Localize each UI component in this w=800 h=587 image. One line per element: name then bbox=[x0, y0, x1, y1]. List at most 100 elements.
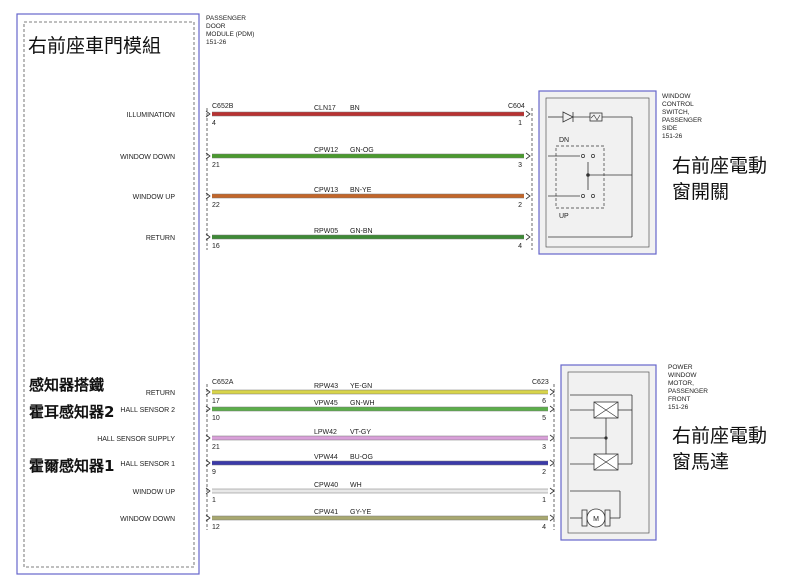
pdm-title-cn: 右前座車門模組 bbox=[28, 35, 161, 57]
annotation-bg bbox=[27, 456, 117, 476]
pdm-pin-arrow bbox=[205, 192, 211, 200]
switch-box bbox=[538, 90, 657, 255]
annotation-hall-sensor-2: 霍耳感知器2 bbox=[29, 403, 114, 421]
wire-color-code: BU-OG bbox=[350, 454, 373, 461]
connector-c652b: C652B bbox=[212, 103, 234, 110]
connector-c652a: C652A bbox=[212, 379, 234, 386]
device-pin-number: 5 bbox=[542, 415, 546, 422]
pdm-label: PASSENGER DOOR MODULE (PDM) 151-26 bbox=[206, 15, 254, 46]
signal-label: HALL SENSOR 2 bbox=[120, 407, 175, 414]
circuit-id: CPW41 bbox=[314, 509, 338, 516]
device-pin-number: 6 bbox=[542, 398, 546, 405]
motor-label: POWER WINDOW MOTOR, PASSENGER FRONT 151-… bbox=[668, 364, 708, 411]
wire-color-code: BN bbox=[350, 105, 360, 112]
pdm-pin-arrow bbox=[205, 233, 211, 241]
annotation-bg bbox=[27, 375, 117, 395]
annotation-sensor-ground: 感知器搭鐵 bbox=[29, 376, 104, 394]
connector-c623: C623 bbox=[532, 379, 549, 386]
signal-label: HALL SENSOR SUPPLY bbox=[97, 436, 175, 443]
signal-label: WINDOW DOWN bbox=[120, 154, 175, 161]
circuit-id: LPW42 bbox=[314, 429, 337, 436]
device-pin-arrow bbox=[549, 434, 555, 442]
switch-internals: DN UP bbox=[548, 111, 633, 238]
device-pin-number: 3 bbox=[518, 162, 522, 169]
pdm-label-line: DOOR bbox=[206, 23, 226, 30]
circuit-id: CPW40 bbox=[314, 482, 338, 489]
device-pin-arrow bbox=[549, 405, 555, 413]
circuit-id: RPW43 bbox=[314, 383, 338, 390]
pdm-label-line: PASSENGER bbox=[206, 15, 246, 22]
pdm-pin-arrow bbox=[205, 434, 211, 442]
device-pin-number: 4 bbox=[518, 243, 522, 250]
motor-label-line: WINDOW bbox=[668, 372, 697, 379]
motor-title-cn-1: 右前座電動 bbox=[672, 425, 767, 447]
device-pin-arrow bbox=[549, 388, 555, 396]
wire-color-code: GN-OG bbox=[350, 147, 374, 154]
motor-label-line: PASSENGER bbox=[668, 388, 708, 395]
switch-label-line: PASSENGER bbox=[662, 117, 702, 124]
switch-up-label: UP bbox=[559, 213, 569, 220]
wire-color-code: GY-YE bbox=[350, 509, 371, 516]
pdm-pin-arrow bbox=[205, 459, 211, 467]
device-pin-number: 4 bbox=[542, 524, 546, 531]
motor-label-line: POWER bbox=[668, 364, 693, 371]
device-pin-number: 2 bbox=[542, 469, 546, 476]
pdm-label-line: MODULE (PDM) bbox=[206, 31, 254, 38]
motor-label-line: 151-26 bbox=[668, 404, 689, 411]
switch-label-line: 151-26 bbox=[662, 133, 683, 140]
signal-label: WINDOW DOWN bbox=[120, 516, 175, 523]
motor-box bbox=[560, 364, 657, 541]
pdm-pin-number: 10 bbox=[212, 415, 220, 422]
motor-internals: M bbox=[570, 394, 633, 528]
device-pin-arrow bbox=[549, 459, 555, 467]
wire-color-code: BN-YE bbox=[350, 187, 372, 194]
switch-label-line: WINDOW bbox=[662, 93, 691, 100]
circuit-id: VPW44 bbox=[314, 454, 338, 461]
switch-label: WINDOW CONTROL SWITCH, PASSENGER SIDE 15… bbox=[662, 93, 702, 140]
pdm-pin-number: 16 bbox=[212, 243, 220, 250]
switch-label-line: CONTROL bbox=[662, 101, 694, 108]
wire-color-code: VT-GY bbox=[350, 429, 371, 436]
wire-color-code: WH bbox=[350, 482, 362, 489]
circuit-id: VPW45 bbox=[314, 400, 338, 407]
signal-label: ILLUMINATION bbox=[127, 112, 176, 119]
signal-label: RETURN bbox=[146, 235, 175, 242]
annotation-hall-sensor-1: 霍爾感知器1 bbox=[29, 457, 114, 475]
device-pin-arrow bbox=[525, 192, 531, 200]
device-pin-arrow bbox=[525, 110, 531, 118]
circuit-id: RPW05 bbox=[314, 228, 338, 235]
pdm-pin-arrow bbox=[205, 388, 211, 396]
switch-label-line: SWITCH, bbox=[662, 109, 690, 116]
switch-title-cn-1: 右前座電動 bbox=[672, 155, 767, 177]
motor-inner-box bbox=[567, 371, 650, 534]
pdm-pin-number: 1 bbox=[212, 497, 216, 504]
pdm-pin-number: 21 bbox=[212, 444, 220, 451]
switch-label-line: SIDE bbox=[662, 125, 678, 132]
switch-dn-label: DN bbox=[559, 137, 569, 144]
pdm-inner-dashed bbox=[23, 21, 195, 568]
pdm-pin-arrow bbox=[205, 110, 211, 118]
pdm-pin-number: 4 bbox=[212, 120, 216, 127]
wire-color-code: GN-WH bbox=[350, 400, 375, 407]
pdm-pin-number: 12 bbox=[212, 524, 220, 531]
device-pin-number: 1 bbox=[542, 497, 546, 504]
circuit-id: CPW13 bbox=[314, 187, 338, 194]
motor-symbol: M bbox=[593, 516, 599, 523]
signal-label: HALL SENSOR 1 bbox=[120, 461, 175, 468]
pdm-pin-arrow bbox=[205, 487, 211, 495]
device-pin-arrow bbox=[549, 487, 555, 495]
motor-label-line: FRONT bbox=[668, 396, 690, 403]
circuit-id: CLN17 bbox=[314, 105, 336, 112]
annotation-bg bbox=[27, 402, 117, 422]
connector-c604: C604 bbox=[508, 103, 525, 110]
pdm-pin-number: 21 bbox=[212, 162, 220, 169]
switch-inner-box bbox=[545, 97, 650, 248]
device-pin-arrow bbox=[549, 514, 555, 522]
pdm-pin-arrow bbox=[205, 405, 211, 413]
wire-color-code: YE-GN bbox=[350, 383, 372, 390]
pdm-pin-arrow bbox=[205, 514, 211, 522]
motor-label-line: MOTOR, bbox=[668, 380, 694, 387]
signal-label: WINDOW UP bbox=[133, 194, 176, 201]
